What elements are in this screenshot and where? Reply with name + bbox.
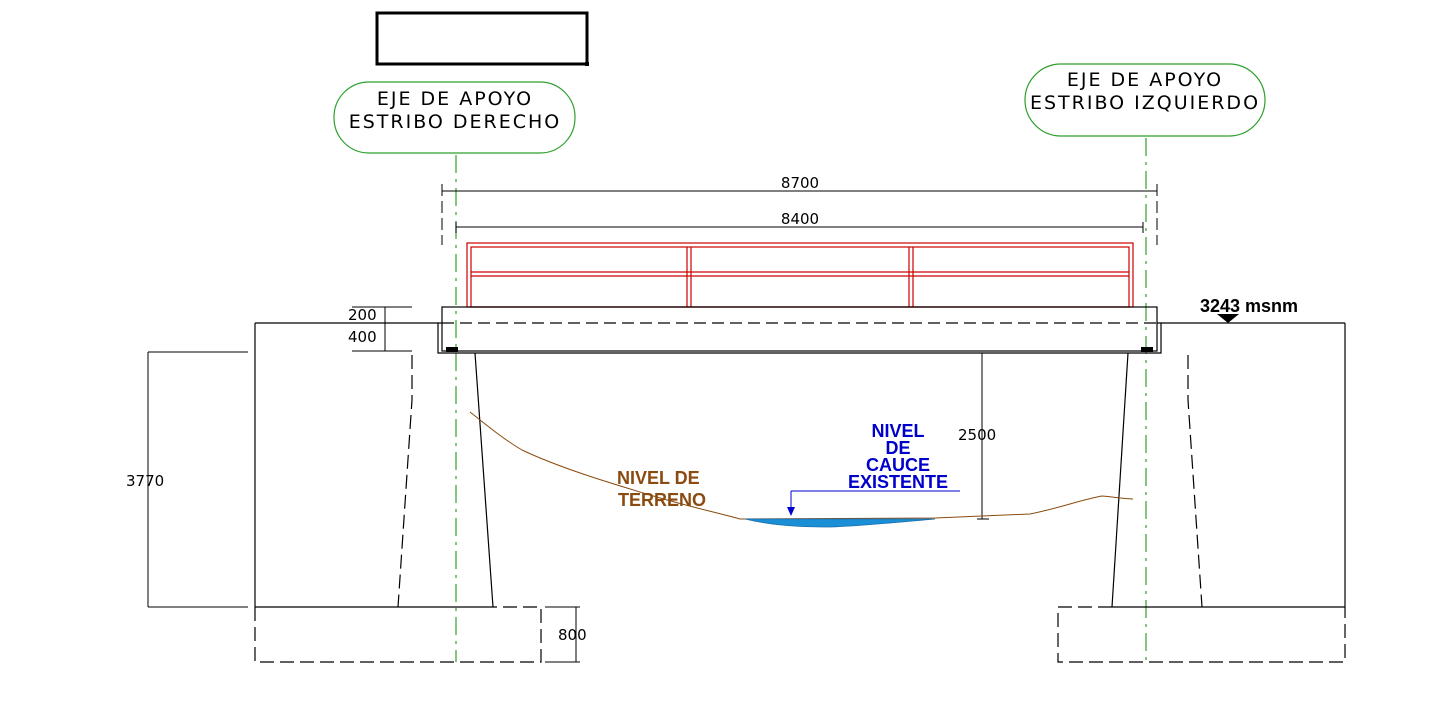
right-abutment-label-line2: ESTRIBO DERECHO — [349, 111, 562, 133]
left-abutment-label-line2: ESTRIBO IZQUIERDO — [1030, 92, 1260, 114]
terrain-label-line1: NIVEL DE — [617, 468, 700, 488]
channel-level-arrow — [790, 490, 960, 513]
bearing-pad-right — [446, 347, 458, 352]
title-box — [375, 11, 589, 66]
channel-label-line1: NIVEL — [871, 421, 924, 441]
support-label-right-abutment: EJE DE APOYO ESTRIBO DERECHO — [333, 81, 576, 154]
elevation-marker-icon — [1217, 314, 1239, 323]
dimension-clearance-text: 2500 — [958, 426, 996, 444]
abutment-left — [1057, 322, 1346, 663]
channel-arrow-head — [787, 507, 795, 516]
bridge-railing — [466, 242, 1134, 308]
abutment-right — [254, 322, 542, 663]
dimension-abutment-height — [147, 351, 248, 608]
water-level — [744, 518, 936, 528]
terrain-profile — [469, 411, 1134, 520]
dimension-abutment-height-text: 3770 — [126, 472, 164, 490]
dimension-slab-bottom-text: 400 — [348, 328, 377, 346]
dimension-footing — [545, 606, 580, 663]
right-abutment-label-line1: EJE DE APOYO — [377, 88, 533, 110]
dimension-span-total-text: 8700 — [781, 174, 819, 192]
bridge-deck — [437, 306, 1162, 354]
dimension-slab-top-text: 200 — [348, 306, 377, 324]
dimension-span-inner — [455, 222, 1144, 233]
left-abutment-label-line1: EJE DE APOYO — [1067, 69, 1223, 91]
channel-label-line4: EXISTENTE — [848, 472, 948, 492]
dimension-footing-text: 800 — [558, 626, 587, 644]
dimension-span-inner-text: 8400 — [781, 210, 819, 228]
elevation-label: 3243 msnm — [1200, 296, 1298, 316]
support-label-left-abutment: EJE DE APOYO ESTRIBO IZQUIERDO — [1024, 63, 1266, 137]
bearing-pad-left — [1141, 347, 1153, 352]
terrain-label-line2: TERRENO — [618, 490, 706, 510]
dimension-clearance — [977, 353, 989, 520]
dimension-span-total — [441, 184, 1158, 245]
channel-label-line3: CAUCE — [866, 455, 930, 475]
channel-label-line2: DE — [885, 438, 910, 458]
